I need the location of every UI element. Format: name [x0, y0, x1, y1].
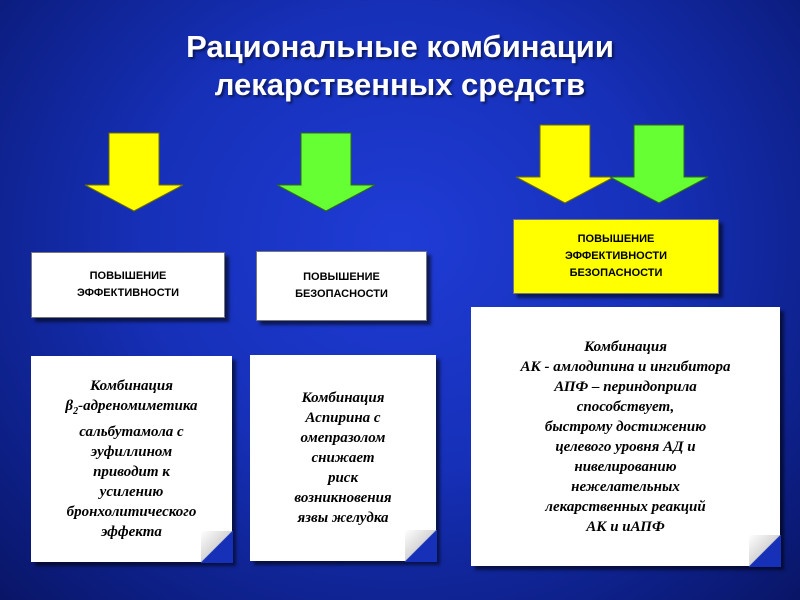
page-curl-icon	[749, 535, 781, 567]
note-aspirin-line6: возникновения	[294, 490, 392, 506]
note-amlodipine-line8: нежелательных	[571, 478, 680, 495]
page-curl-icon	[405, 530, 437, 562]
note-salbutamol-line2: β2-адреномиметика	[65, 398, 198, 417]
note-salbutamol-line1: Комбинация	[90, 378, 173, 394]
note-amlodipine-line9: лекарственных реакций	[545, 498, 706, 515]
title-line-1: Рациональные комбинации	[186, 29, 614, 64]
note-salbutamol-line6: усилению	[99, 484, 164, 500]
note-aspirin-line7: язвы желудка	[297, 510, 389, 526]
note-salbutamol-line7: бронхолитического	[66, 504, 197, 520]
note-aspirin-line3: омепразолом	[300, 430, 386, 446]
box-safety: ПОВЫШЕНИЕ БЕЗОПАСНОСТИ	[256, 251, 427, 321]
slide-title: Рациональные комбинации лекарственных ср…	[0, 28, 800, 104]
note-amlodipine-line6: целевого уровня АД и	[555, 438, 696, 455]
note-salbutamol: Комбинация β2-адреномиметика сальбутамол…	[31, 356, 233, 563]
box-both-line2: ЭФФЕКТИВНОСТИ	[564, 250, 667, 262]
note-salbutamol-line5: приводит к	[93, 464, 170, 480]
note-amlodipine: Комбинация АК - амлодипина и ингибитора …	[471, 307, 781, 567]
box-safety-line1: ПОВЫШЕНИЕ	[303, 271, 380, 283]
arrow-down-icon-green-middle	[276, 132, 376, 212]
note-salbutamol-line8: эффекта	[101, 524, 162, 540]
note-amlodipine-line7: нивелированию	[574, 458, 677, 475]
note-salbutamol-line3: сальбутамола с	[79, 424, 184, 440]
box-efficacy-line1: ПОВЫШЕНИЕ	[89, 270, 167, 282]
note-amlodipine-line2: АК - амлодипина и ингибитора	[520, 358, 731, 375]
note-aspirin-line5: риск	[327, 470, 359, 486]
box-both-line1: ПОВЫШЕНИЕ	[577, 233, 655, 245]
note-salbutamol-line4: эуфиллином	[90, 444, 173, 460]
box-safety-line2: БЕЗОПАСНОСТИ	[295, 288, 388, 300]
box-both-line3: БЕЗОПАСНОСТИ	[569, 267, 663, 279]
note-amlodipine-line10: АК и иАПФ	[586, 518, 665, 535]
note-aspirin-line4: снижает	[311, 450, 375, 466]
title-line-2: лекарственных средств	[214, 67, 586, 102]
note-aspirin: Комбинация Аспирина с омепразолом снижае…	[250, 355, 437, 562]
note-aspirin-line2: Аспирина с	[305, 410, 381, 426]
note-amlodipine-line1: Комбинация	[584, 338, 667, 355]
box-efficacy-line2: ЭФФЕКТИВНОСТИ	[76, 287, 179, 299]
note-amlodipine-line4: способствует,	[576, 398, 675, 415]
arrow-down-icon-yellow-left	[84, 132, 184, 212]
box-efficacy-safety: ПОВЫШЕНИЕ ЭФФЕКТИВНОСТИ БЕЗОПАСНОСТИ	[513, 219, 719, 294]
note-aspirin-line1: Комбинация	[301, 390, 385, 406]
note-amlodipine-line3: АПФ – периндоприла	[554, 378, 697, 395]
arrow-down-icon-yellow-right	[515, 124, 615, 204]
note-amlodipine-line5: быстрому достижению	[544, 418, 707, 435]
page-curl-icon	[201, 531, 233, 563]
arrow-down-icon-green-right	[609, 124, 709, 204]
box-efficacy: ПОВЫШЕНИЕ ЭФФЕКТИВНОСТИ	[31, 252, 225, 318]
